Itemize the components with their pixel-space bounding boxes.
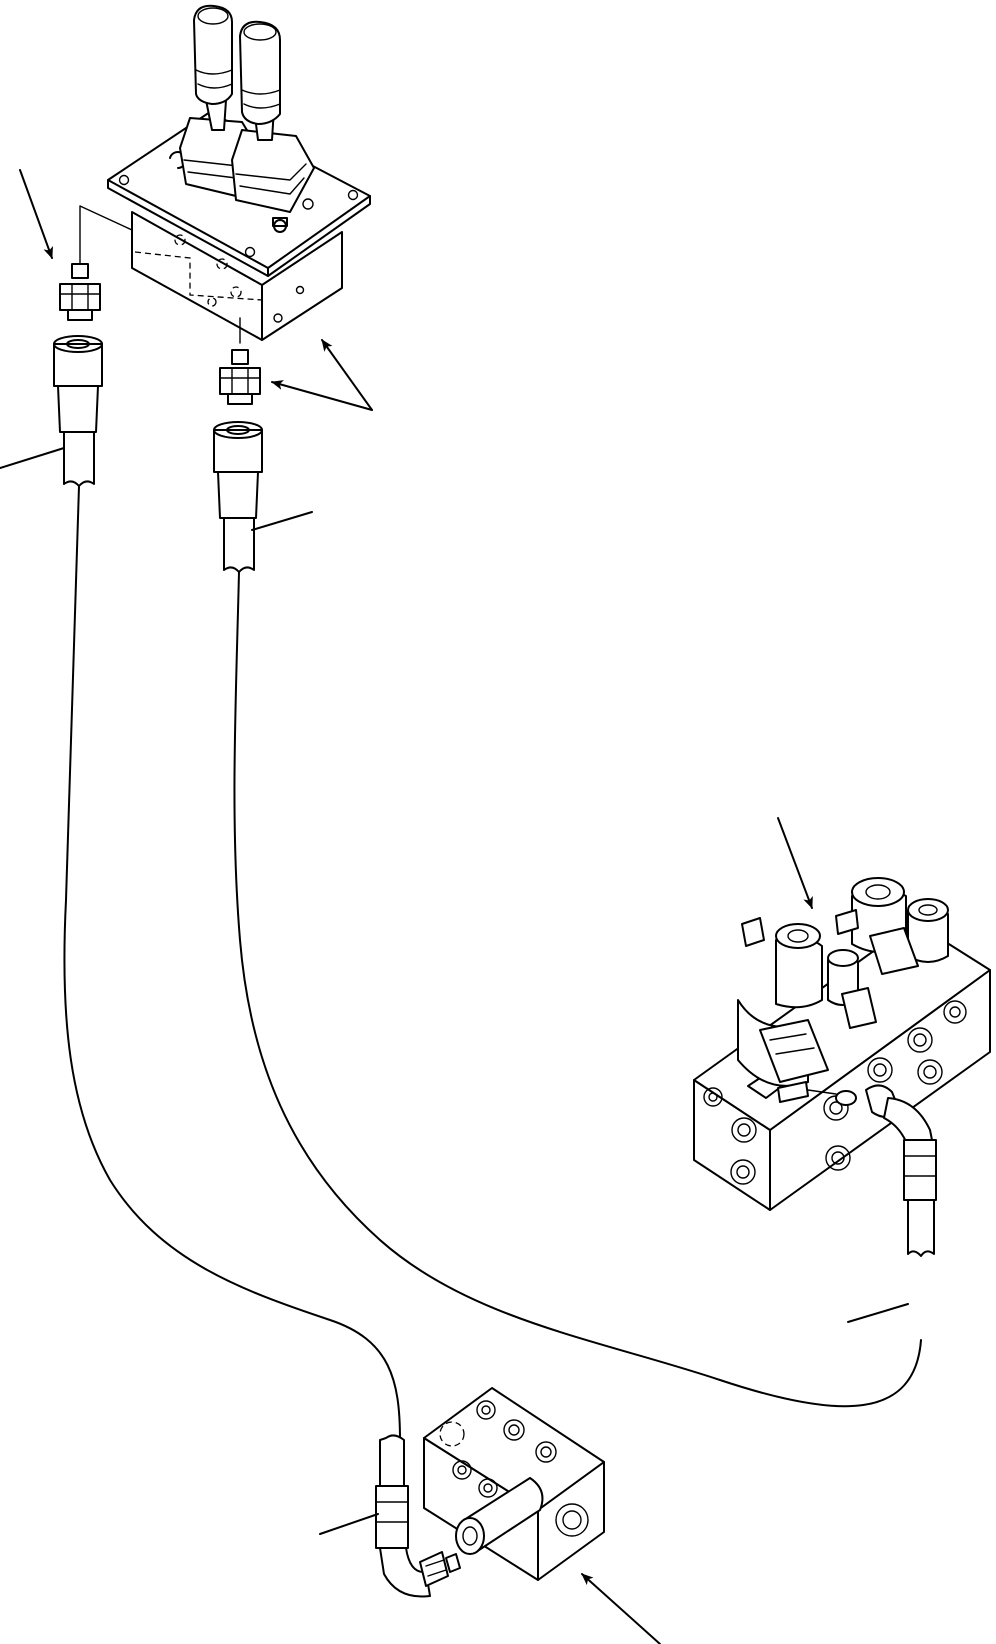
leader-line [847, 1303, 909, 1323]
port-line-left [79, 205, 133, 277]
leader-arrow [777, 817, 813, 909]
leader-arrow [581, 1573, 661, 1644]
hose-icon [53, 335, 401, 1441]
junction-block-icon [423, 1387, 605, 1581]
leader-arrow [19, 169, 53, 259]
elbow-hose-icon [375, 1434, 461, 1598]
adapter-fitting-icon [219, 349, 261, 405]
leader-line [319, 1513, 379, 1535]
leader-line [251, 511, 313, 531]
joystick-valve-icon [107, 4, 371, 341]
leader-arrow [321, 339, 373, 411]
leader-line [0, 447, 65, 469]
hose-icon [213, 421, 922, 1408]
leader-lines [0, 169, 909, 1644]
adapter-fitting-icon [59, 263, 101, 321]
leader-arrow [271, 380, 373, 411]
solenoid-valve-icon [693, 877, 991, 1211]
elbow-hose-icon [777, 1081, 937, 1257]
